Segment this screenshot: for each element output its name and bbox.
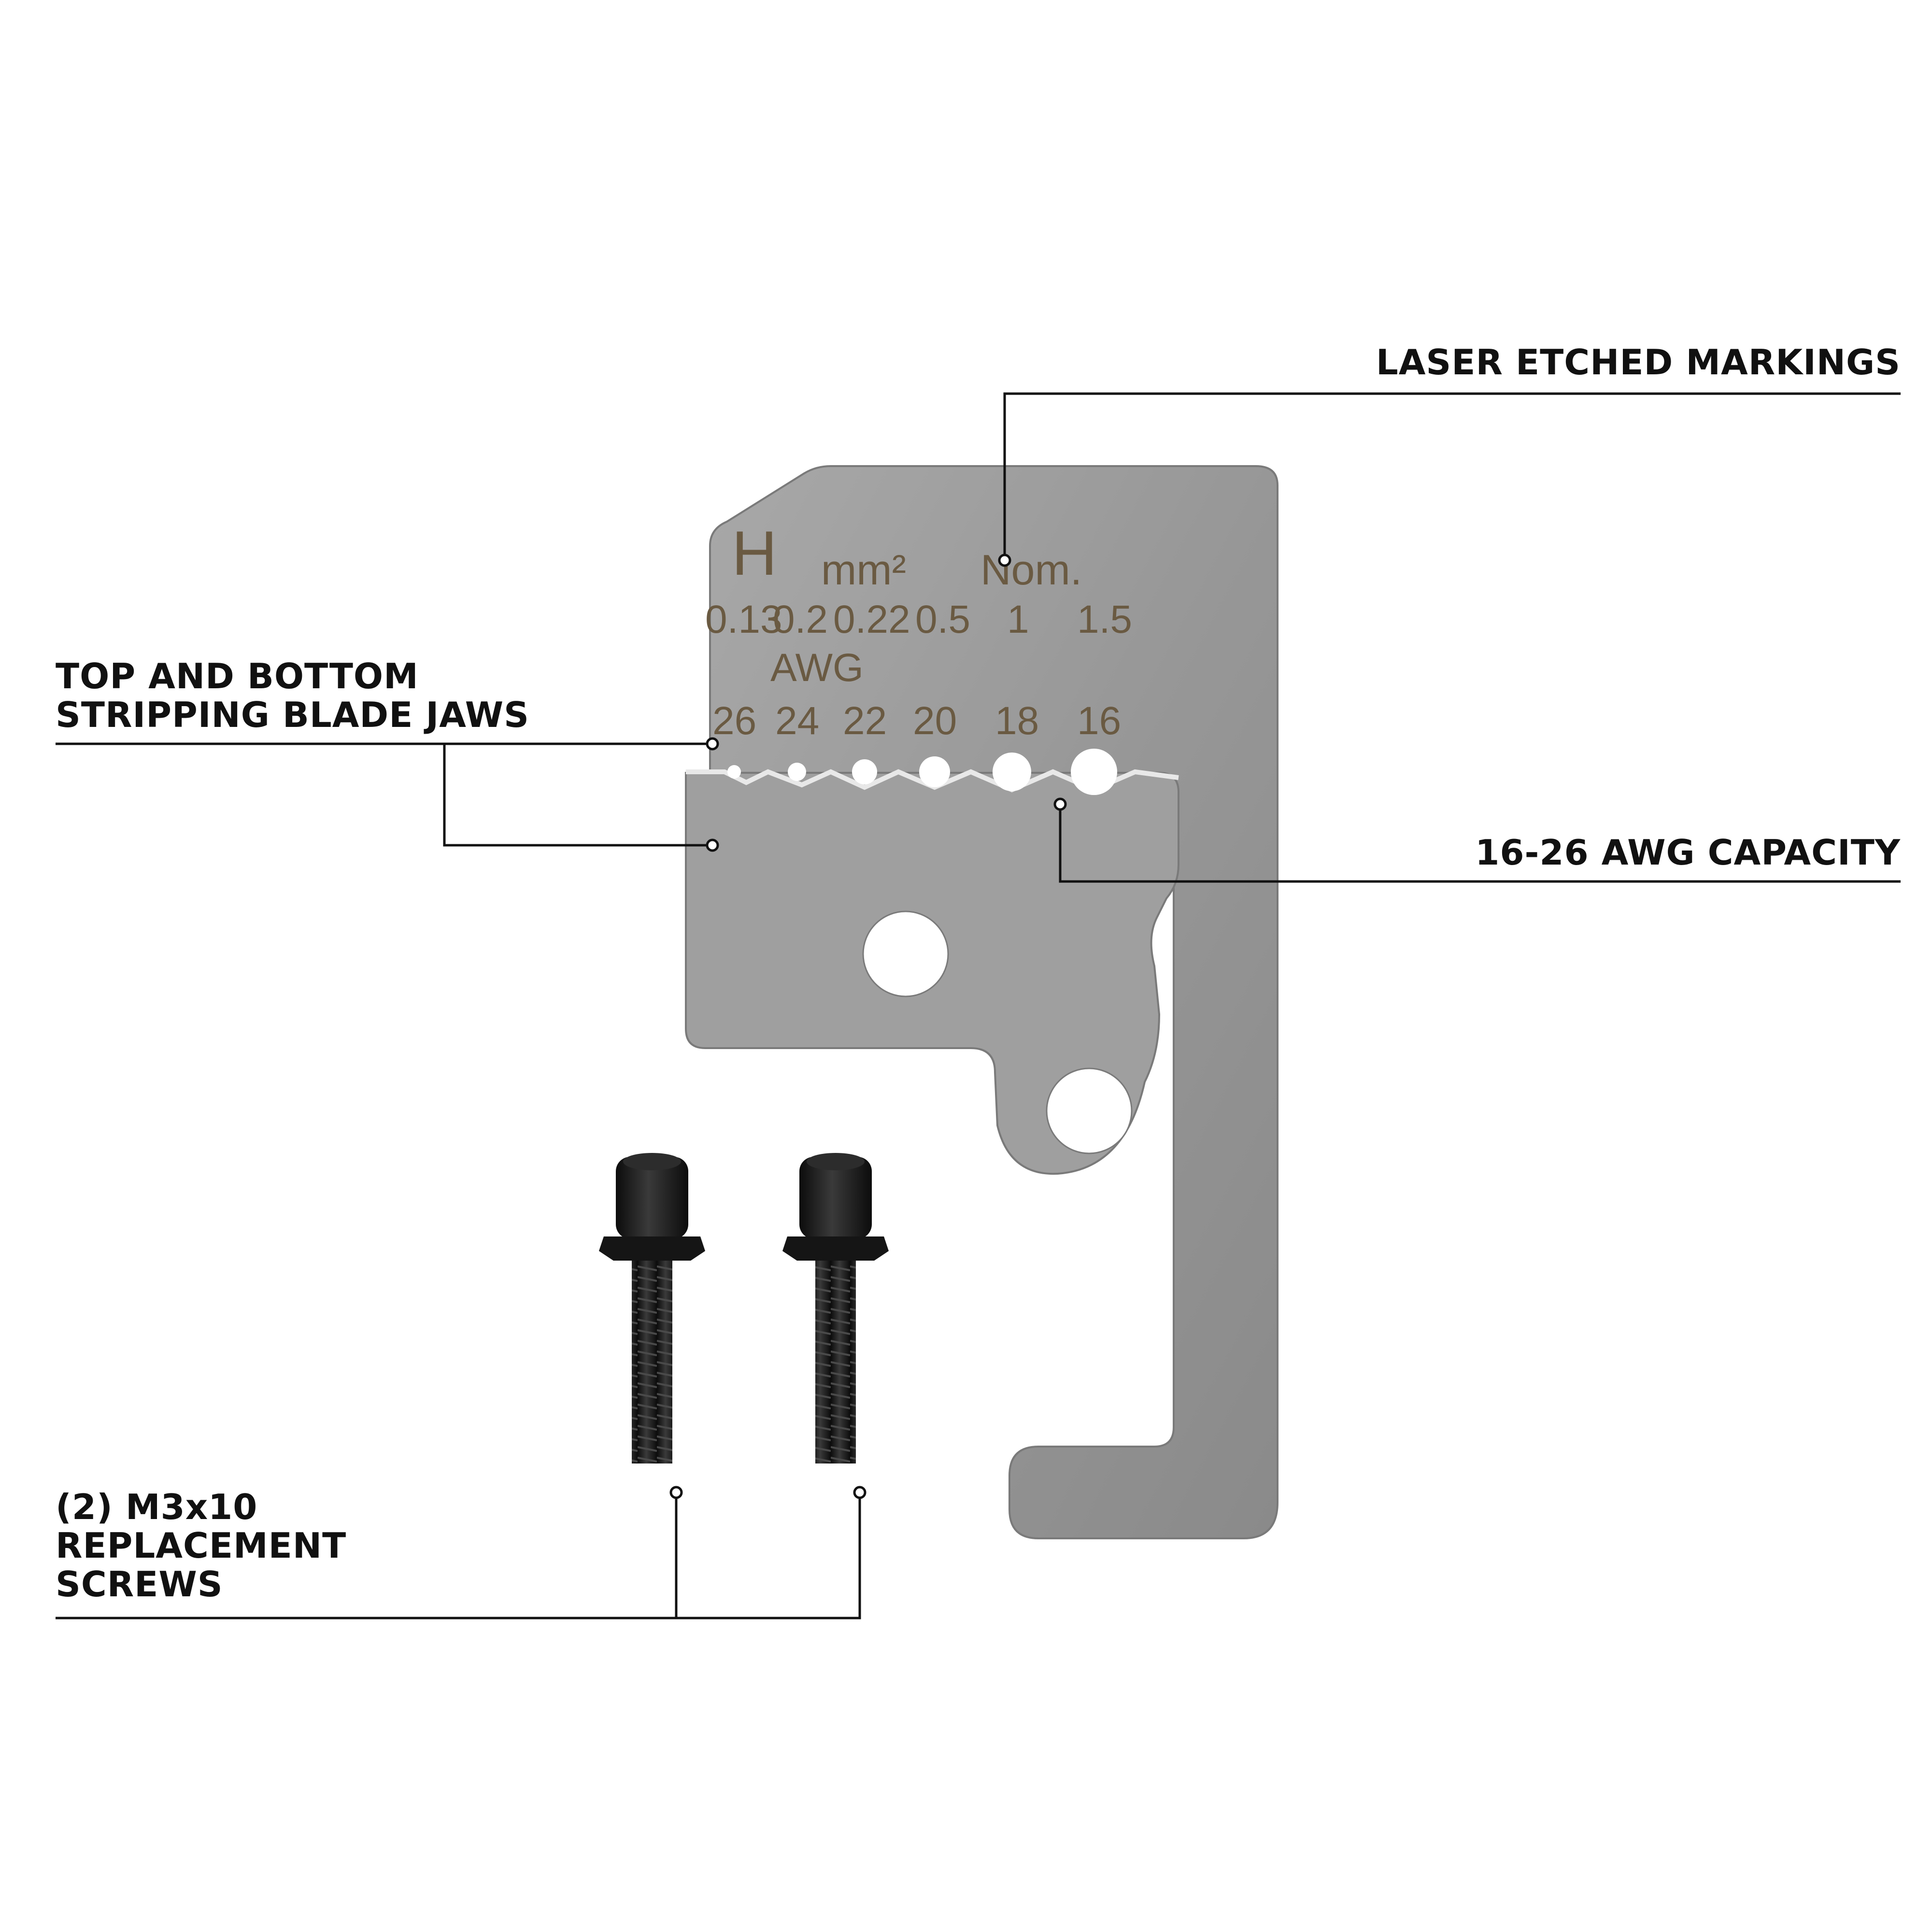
strip-hole-26 <box>727 765 741 779</box>
strip-hole-20 <box>919 756 950 787</box>
etch-awg-value: 22 <box>843 699 887 743</box>
callout-text: SCREWS <box>56 1564 223 1605</box>
top-stripping-blade <box>709 465 1279 1539</box>
etch-mm-value: 0.13 <box>705 597 782 641</box>
callout-jaws: TOP AND BOTTOM STRIPPING BLADE JAWS <box>56 657 529 734</box>
etch-letter: H <box>732 518 777 588</box>
replacement-screw <box>599 1153 705 1463</box>
callout-text: (2) M3x10 <box>56 1487 258 1527</box>
etch-mm-value: 1.5 <box>1077 597 1132 641</box>
etch-awg-value: 16 <box>1077 699 1121 743</box>
callout-text: 16-26 AWG CAPACITY <box>1475 832 1901 873</box>
etch-unit: mm² <box>821 546 906 594</box>
strip-hole-22 <box>852 759 877 784</box>
callout-text: STRIPPING BLADE JAWS <box>56 695 529 735</box>
strip-hole-16 <box>1071 749 1117 795</box>
mounting-hole-upper <box>862 910 949 997</box>
strip-hole-18 <box>993 753 1031 791</box>
strip-hole-24 <box>788 763 806 781</box>
callout-text: LASER ETCHED MARKINGS <box>1376 342 1901 383</box>
etch-awg-value: 26 <box>712 699 756 743</box>
etch-awg-value: 18 <box>995 699 1039 743</box>
callout-screws: (2) M3x10 REPLACEMENT SCREWS <box>56 1488 346 1604</box>
etch-awg-value: 24 <box>775 699 819 743</box>
etch-mm-value: 1 <box>1007 597 1029 641</box>
mounting-hole-lower <box>1046 1067 1133 1154</box>
etch-mm-value: 0.2 <box>773 597 828 641</box>
callout-capacity: 16-26 AWG CAPACITY <box>1475 833 1901 872</box>
etch-mm-value: 0.22 <box>833 597 910 641</box>
callout-text: REPLACEMENT <box>56 1525 347 1566</box>
callout-laser-etched: LASER ETCHED MARKINGS <box>1376 343 1901 382</box>
etch-awg-label: AWG <box>770 646 864 690</box>
etch-nom: Nom. <box>980 546 1082 594</box>
etch-mm-value: 0.5 <box>915 597 970 641</box>
leader-lines <box>56 392 1901 1619</box>
callout-text: TOP AND BOTTOM <box>56 656 419 696</box>
leader-dots <box>669 554 1067 1499</box>
replacement-screw <box>782 1153 889 1463</box>
etch-awg-value: 20 <box>913 699 957 743</box>
